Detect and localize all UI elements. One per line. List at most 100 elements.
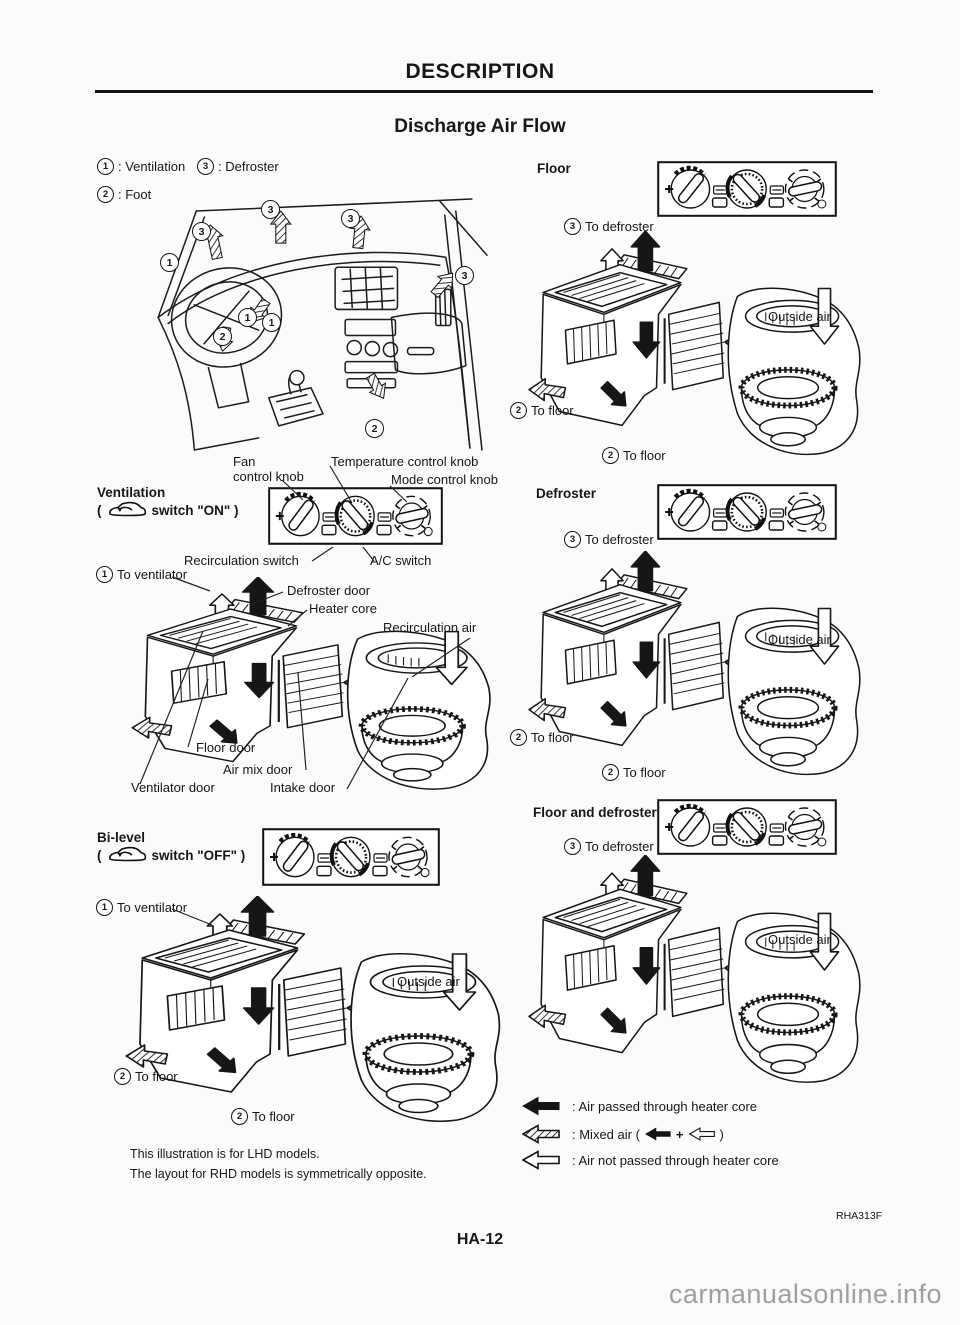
circled-number: 1 — [97, 158, 114, 175]
bilevel-control-panel — [262, 828, 440, 886]
dash-callout-ventilation: 1 — [238, 308, 257, 327]
to-floor-label: To floor — [623, 448, 666, 463]
to-floor-callout: 2 To floor — [510, 729, 574, 746]
circled-number: 2 — [231, 1108, 248, 1125]
to-defroster-callout: 3 To defroster — [564, 218, 654, 235]
paren-open: ( — [97, 502, 102, 518]
page-header: DESCRIPTION — [0, 60, 960, 84]
key-defroster: 3 : Defroster — [197, 158, 279, 175]
dash-callout-ventilation: 1 — [160, 253, 179, 272]
mode-knob-label: Mode control knob — [391, 472, 498, 487]
legend-arrow-solid-icon — [645, 1127, 671, 1141]
to-ventilator-label: To ventilator — [117, 900, 188, 915]
to-defroster-label: To defroster — [585, 532, 654, 547]
to-floor-callout: 2 To floor — [114, 1068, 178, 1085]
watermark: carmanualsonline.info — [668, 1279, 942, 1309]
defroster-mode-title: Defroster — [536, 486, 597, 501]
key-defroster-label: : Defroster — [218, 159, 279, 174]
floor-mode-title: Floor — [537, 161, 571, 176]
airflow-legend-mixed: : Mixed air ( + ) — [522, 1124, 724, 1144]
paren-close: ) — [719, 1126, 724, 1142]
legend-mixed-label: : Mixed air ( — [572, 1126, 640, 1142]
part-label-defroster-door: Defroster door — [287, 583, 371, 598]
legend-arrow-outline-icon — [522, 1150, 560, 1170]
to-floor-callout: 2 To floor — [510, 402, 574, 419]
footnote-line2: The layout for RHD models is symmetrical… — [130, 1167, 427, 1181]
dash-callout-defroster: 3 — [341, 209, 360, 228]
legend-arrow-outline-icon — [688, 1127, 715, 1141]
dash-callout-defroster: 3 — [261, 200, 280, 219]
circled-number: 2 — [97, 186, 114, 203]
dash-callout-defroster: 3 — [192, 222, 211, 241]
floor-defroster-mode-title: Floor and defroster — [533, 805, 657, 820]
key-foot: 2 : Foot — [97, 186, 151, 203]
part-label-ventilator-door: Ventilator door — [131, 780, 215, 795]
bilevel-mode-title: Bi-level — [97, 830, 146, 845]
circled-number: 3 — [197, 158, 214, 175]
dash-callout-ventilation: 1 — [262, 313, 281, 332]
defroster-unit-illustration — [527, 551, 871, 789]
outside-air-label: Outside air — [768, 632, 831, 647]
floor-defroster-unit-illustration — [527, 855, 871, 1097]
part-label-intake-door: Intake door — [270, 780, 336, 795]
bilevel-unit-illustration — [124, 896, 512, 1136]
circled-number: 2 — [114, 1068, 131, 1085]
to-ventilator-label: To ventilator — [117, 567, 188, 582]
defroster-control-panel — [657, 484, 837, 540]
legend-arrow-solid-icon — [522, 1097, 560, 1115]
outside-air-label: Outside air — [397, 974, 460, 989]
header-title: DESCRIPTION — [405, 60, 555, 83]
part-label-floor-door: Floor door — [196, 740, 256, 755]
ref-code: RHA313F — [836, 1210, 883, 1222]
key-foot-label: : Foot — [118, 187, 152, 202]
floor-unit-illustration — [527, 231, 871, 469]
ventilation-mode-title: Ventilation — [97, 485, 166, 500]
temperature-knob-label: Temperature control knob — [331, 454, 479, 469]
ventilation-control-panel — [268, 487, 443, 545]
plus-sign: + — [675, 1126, 684, 1142]
floor-control-panel — [657, 161, 837, 217]
to-floor-label: To floor — [531, 730, 574, 745]
dash-callout-defroster: 3 — [455, 266, 474, 285]
key-ventilation-label: : Ventilation — [118, 159, 186, 174]
circled-number: 1 — [96, 566, 113, 583]
legend-passed-label: : Air passed through heater core — [572, 1098, 758, 1114]
legend-arrow-mixed-icon — [522, 1124, 560, 1144]
recirculation-car-icon — [108, 501, 146, 517]
to-defroster-callout: 3 To defroster — [564, 838, 654, 855]
to-floor-label: To floor — [135, 1069, 178, 1084]
outside-air-label: Outside air — [768, 309, 831, 324]
bilevel-switch-state: ( switch "OFF" ) — [97, 846, 245, 864]
circled-number: 2 — [602, 447, 619, 464]
circled-number: 3 — [564, 838, 581, 855]
to-floor-callout: 2 To floor — [602, 447, 666, 464]
circled-number: 2 — [602, 764, 619, 781]
to-defroster-label: To defroster — [585, 219, 654, 234]
ac-switch-label: A/C switch — [370, 553, 432, 568]
circled-number: 3 — [564, 218, 581, 235]
switch-label: switch "ON" ) — [151, 502, 239, 518]
dash-callout-foot: 2 — [213, 327, 232, 346]
footnote: This illustration is for LHD models. The… — [130, 1144, 427, 1184]
airflow-legend-passed: : Air passed through heater core — [522, 1096, 757, 1116]
part-label-heater-core: Heater core — [309, 601, 377, 616]
page-title: Discharge Air Flow — [394, 116, 566, 137]
circled-number: 3 — [564, 531, 581, 548]
to-floor-label: To floor — [531, 403, 574, 418]
ventilation-switch-state: ( switch "ON" ) — [97, 501, 239, 519]
page-number: HA-12 — [456, 1231, 504, 1248]
to-defroster-label: To defroster — [585, 839, 654, 854]
dash-callout-foot: 2 — [365, 419, 384, 438]
part-label-recirculation-air: Recirculation air — [383, 620, 477, 635]
recirculation-car-icon — [108, 846, 146, 862]
circled-number: 1 — [96, 899, 113, 916]
to-floor-label: To floor — [252, 1109, 295, 1124]
circled-number: 2 — [510, 729, 527, 746]
to-ventilator-callout: 1 To ventilator — [96, 566, 187, 583]
header-rule — [95, 90, 873, 93]
floor-defroster-control-panel — [657, 799, 837, 855]
outside-air-label: Outside air — [768, 932, 831, 947]
legend-not-passed-label: : Air not passed through heater core — [572, 1152, 779, 1168]
